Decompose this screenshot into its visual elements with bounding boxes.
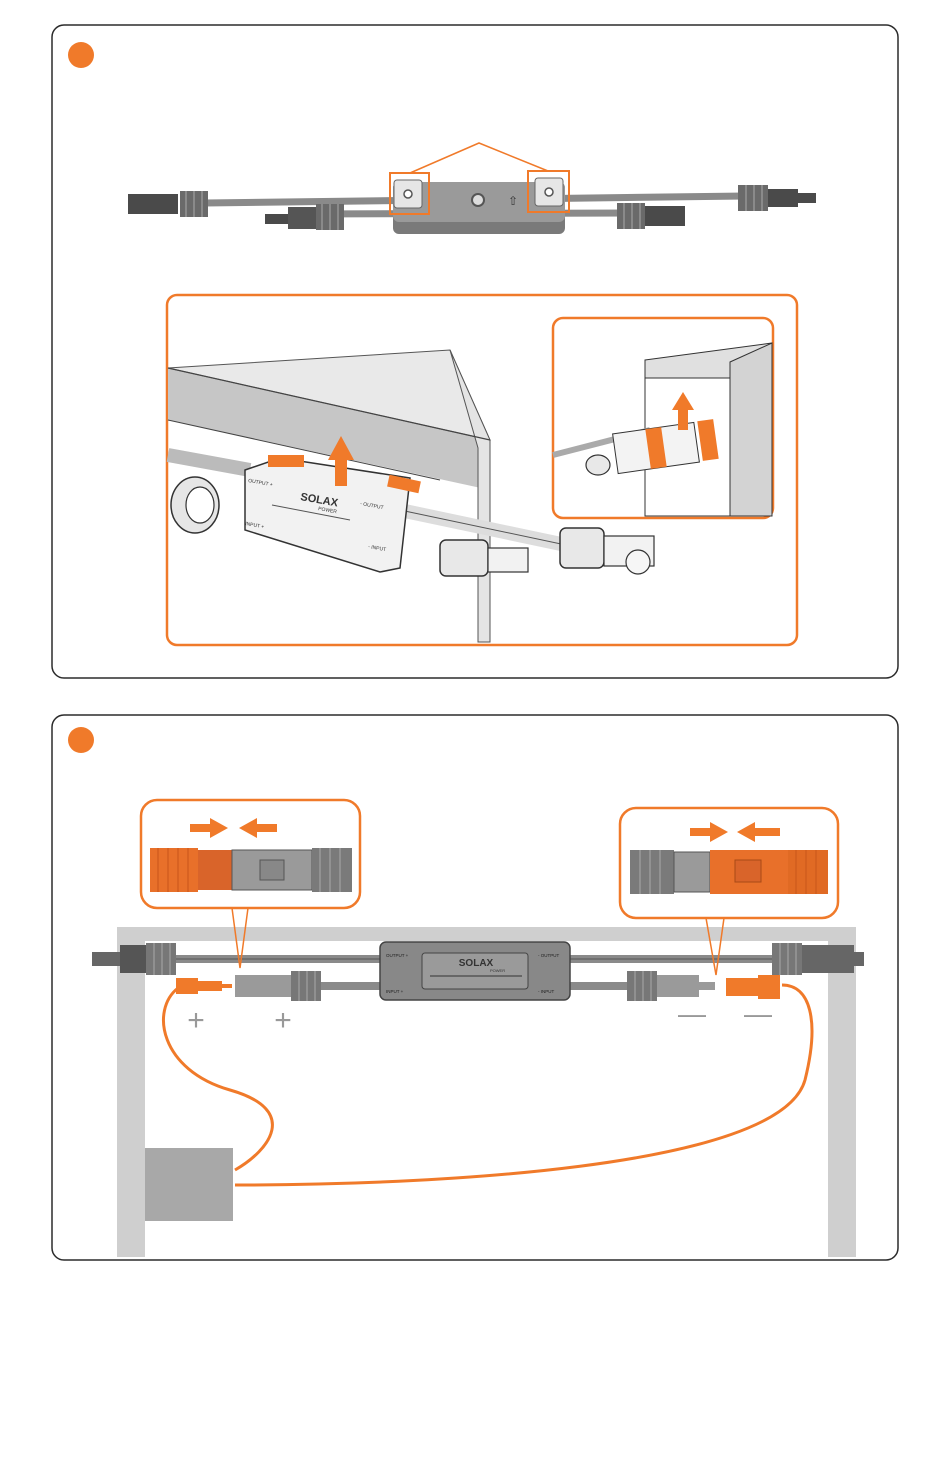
step1-panel: ⇧ [52, 25, 898, 678]
sign-plus-2: + [274, 1004, 292, 1037]
device-top-view: ⇧ [393, 178, 565, 234]
step2-label-input-minus: - INPUT [538, 989, 555, 994]
sign-plus-1: + [187, 1004, 205, 1037]
step1-badge [68, 42, 94, 68]
connector-left-top [128, 191, 208, 217]
step2-label-output-plus: OUTPUT + [386, 953, 409, 958]
measurement-box [145, 1148, 233, 1221]
sign-minus-1: — [678, 998, 706, 1029]
step2-label-input-plus: INPUT + [386, 989, 404, 994]
step2-label-output-minus: - OUTPUT [538, 953, 559, 958]
step2-device-logo: SOLAX [459, 958, 494, 969]
step2-connector-outer-right [772, 943, 864, 975]
connector-right-bottom [617, 203, 685, 229]
step2-device: SOLAX POWER OUTPUT + - OUTPUT INPUT + - … [380, 942, 570, 1000]
step1-inset [553, 318, 773, 518]
step2-badge [68, 727, 94, 753]
step2-connector-plus-gray [235, 971, 321, 1001]
step2-panel: SOLAX POWER OUTPUT + - OUTPUT INPUT + - … [52, 715, 898, 1260]
detail-connector-left [171, 477, 219, 533]
step2-device-logo-sub: POWER [490, 968, 505, 973]
svg-text:⇧: ⇧ [508, 194, 518, 208]
step2-connector-minus-orange [726, 975, 780, 999]
sign-minus-2: — [744, 998, 772, 1029]
